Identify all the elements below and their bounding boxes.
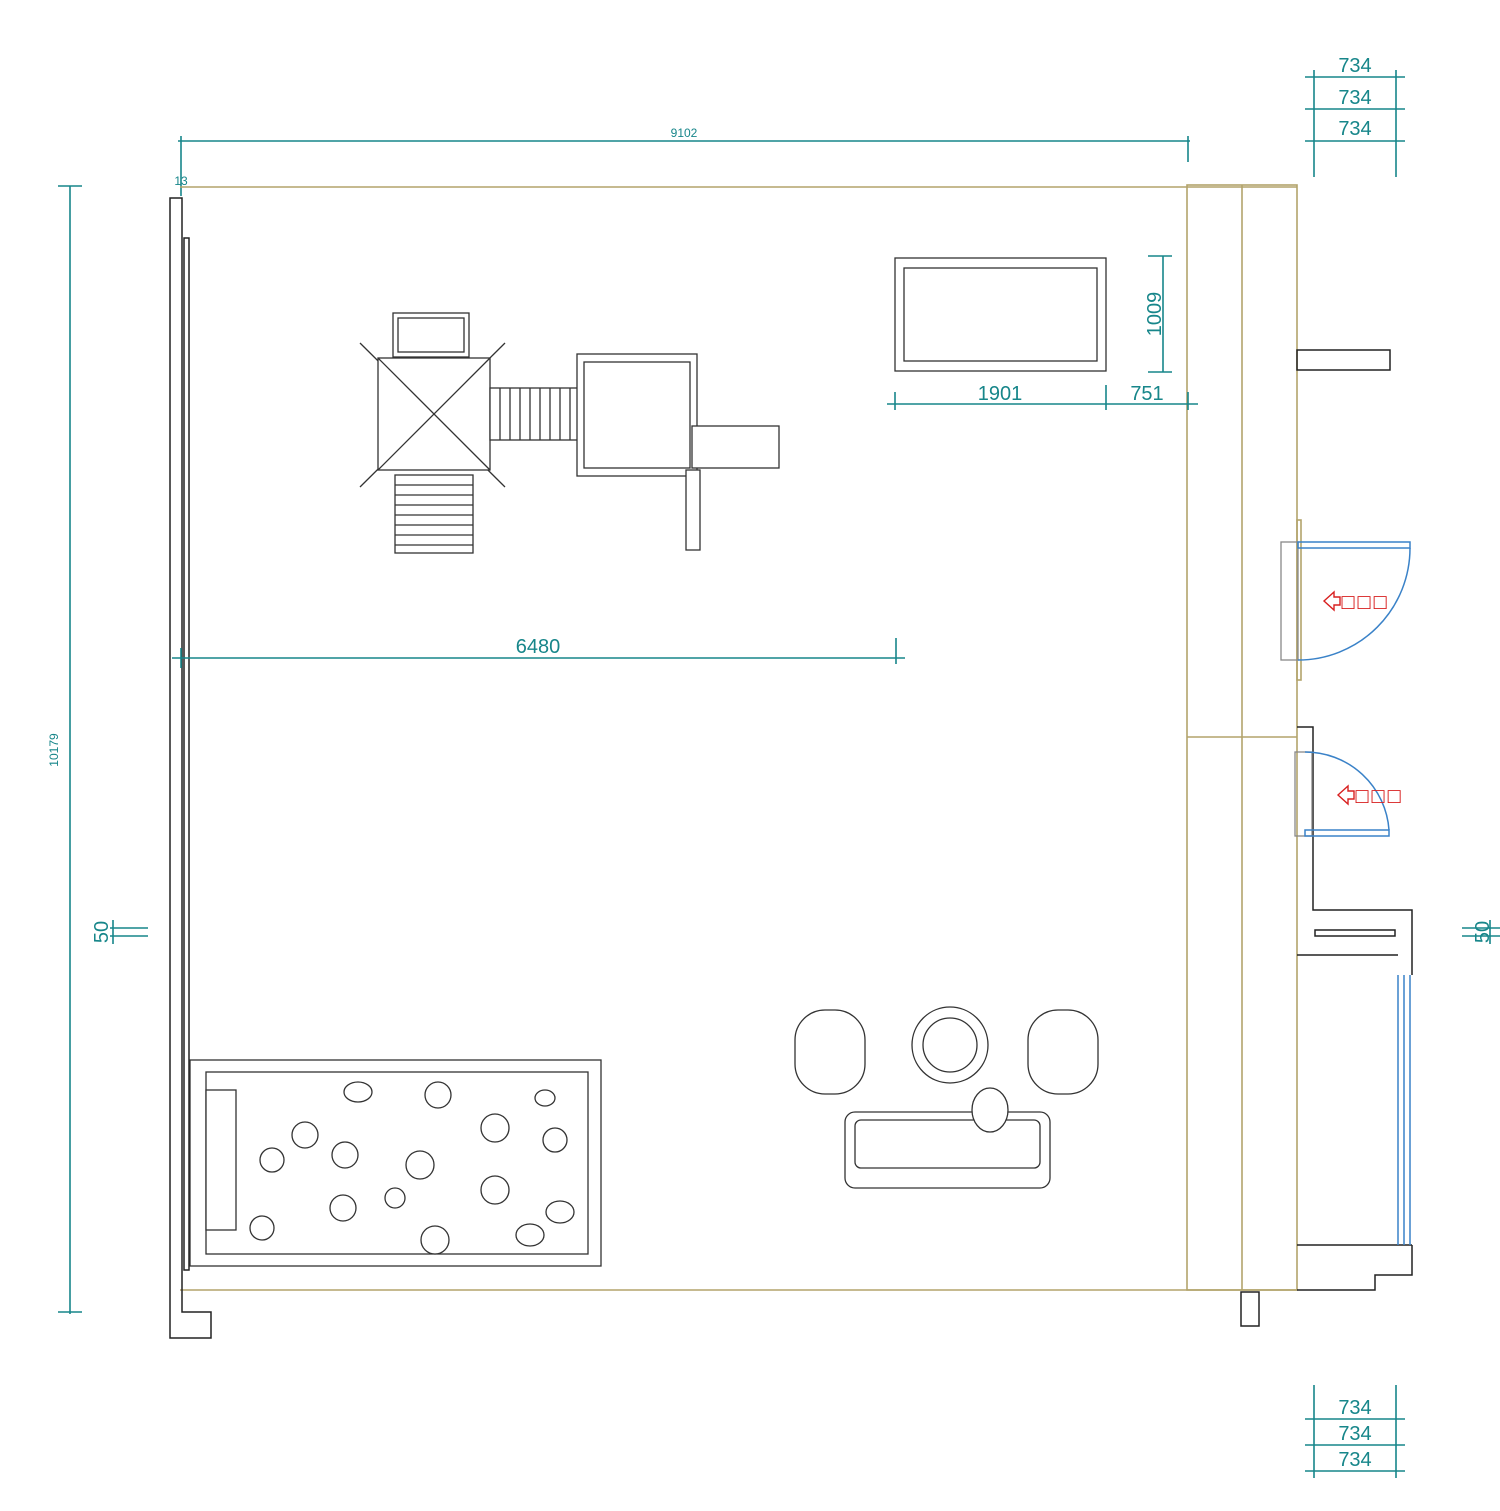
- dim-mid-span: 6480: [516, 636, 561, 658]
- door-lower[interactable]: □□□: [1294, 751, 1402, 837]
- dim-bottom-3: 734: [1338, 1449, 1371, 1471]
- dim-overall-width: 9102: [671, 126, 698, 140]
- door-sign-upper: □□□: [1340, 592, 1388, 612]
- dim-table-depth: 1009: [1144, 292, 1166, 337]
- dim-overall-height: 10179: [47, 733, 61, 767]
- dim-top-1: 734: [1338, 55, 1371, 77]
- dim-top-2: 734: [1338, 87, 1371, 109]
- exit-arrow-icon: [1322, 590, 1341, 612]
- dim-left-wall: 50: [91, 921, 113, 943]
- dim-top-3: 734: [1338, 118, 1371, 140]
- exit-arrow-icon: [1336, 784, 1355, 806]
- rug: [189, 1059, 602, 1267]
- lounge-seating: [794, 1006, 1099, 1189]
- table: [894, 257, 1107, 372]
- top-dimension-stack: 734 734 734: [1305, 55, 1405, 177]
- door-upper[interactable]: □□□: [1280, 541, 1411, 661]
- dim-bottom-2: 734: [1338, 1423, 1371, 1445]
- room-outline: [180, 184, 1298, 1291]
- dim-table-gap: 751: [1130, 383, 1163, 405]
- dim-right-wall: 50: [1472, 921, 1494, 943]
- door-sign-lower: □□□: [1354, 786, 1402, 806]
- dim-wall-offset: 13: [174, 174, 188, 188]
- play-structure: [359, 312, 780, 554]
- dim-table-width: 1901: [978, 383, 1023, 405]
- dim-bottom-1: 734: [1338, 1397, 1371, 1419]
- walls: [169, 197, 1413, 1339]
- bottom-dimension-stack: 734 734 734: [1305, 1385, 1405, 1478]
